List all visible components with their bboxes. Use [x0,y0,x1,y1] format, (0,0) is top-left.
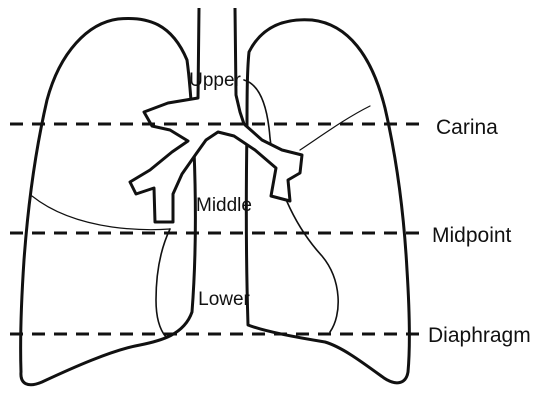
level-label-carina: Carina [436,116,498,139]
left-upper-fissure [299,105,371,151]
left-lung-outline [244,18,411,385]
trachea-bronchi [128,7,304,224]
zone-label-lower: Lower [198,289,250,310]
right-oblique-fissure [155,228,171,338]
level-label-midpoint: Midpoint [432,224,512,247]
level-label-diaphragm: Diaphragm [428,324,531,347]
zone-label-middle: Middle [196,195,252,216]
left-oblique-fissure [243,79,339,333]
right-lung-outline [19,16,197,387]
zone-label-upper: Upper [189,70,241,91]
right-horizontal-fissure [31,195,171,231]
